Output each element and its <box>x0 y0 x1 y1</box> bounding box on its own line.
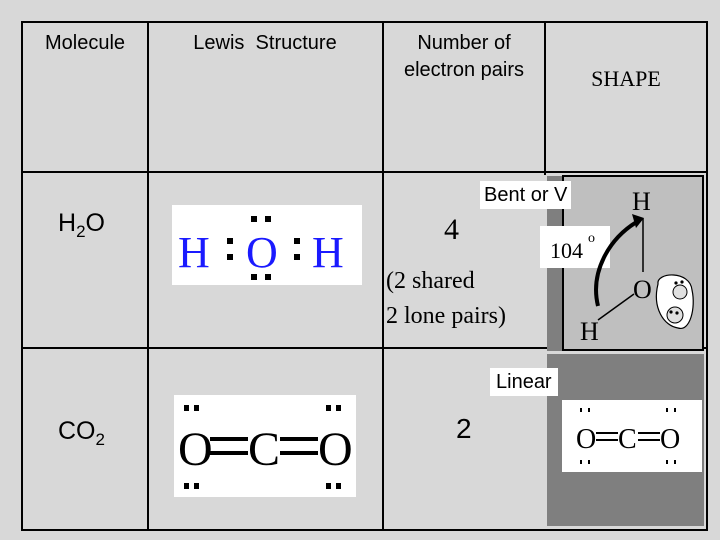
header-molecule: Molecule <box>44 32 126 54</box>
bent-bond-bottom <box>597 293 635 321</box>
formula-h2o: H2O <box>58 208 105 247</box>
shape-label-bent: Bent or V <box>480 181 572 209</box>
lewis-background <box>174 395 356 497</box>
header-electron-pairs-2: electron pairs <box>403 59 525 81</box>
linear-atom-o-left: O <box>576 424 596 455</box>
angle-arc-arrow <box>594 218 641 307</box>
lone-pair-lobe <box>672 284 688 300</box>
electron-pairs-co2: 2 <box>456 413 472 444</box>
linear-atom-o-right: O <box>660 424 680 455</box>
header-electron-pairs-1: Number of <box>417 32 511 54</box>
bent-atom-o: O <box>633 275 652 304</box>
formula-co2: CO2 <box>58 416 105 455</box>
pairs-note-line2: 2 lone pairs) <box>386 303 506 329</box>
formula-subscript: 2 <box>95 430 105 449</box>
lone-pair-lobe <box>666 306 684 324</box>
lewis-atom-o-left: O <box>178 423 213 476</box>
double-bonds <box>210 437 318 455</box>
formula-subscript: 2 <box>76 222 86 241</box>
bent-angle-degree: o <box>588 231 595 246</box>
linear-electron-dots <box>580 408 676 464</box>
lewis-structure-h2o: H O H <box>172 205 362 285</box>
arrow-head <box>632 214 644 228</box>
formula-base: CO <box>58 417 96 445</box>
bent-angle-value: 104 <box>550 238 583 263</box>
lewis-atom-h-left: H <box>178 228 210 277</box>
formula-base: H <box>58 209 77 237</box>
electron-pairs-h2o: 4 <box>444 213 459 246</box>
lewis-electron-dots <box>227 216 300 280</box>
lewis-atom-c: C <box>248 423 280 476</box>
linear-double-bonds <box>596 432 660 441</box>
lewis-structure-co2: O C O <box>174 395 356 497</box>
lewis-atom-o-right: O <box>318 423 353 476</box>
angle-label-background <box>540 226 610 268</box>
table-border <box>21 21 708 531</box>
bent-atom-h-top: H <box>632 187 651 216</box>
bent-atom-h-bottom: H <box>580 317 599 346</box>
lewis-atom-h-right: H <box>312 228 344 277</box>
formula-tail: O <box>85 209 105 237</box>
pairs-note-line1: (2 shared <box>386 268 475 294</box>
lone-pair-dots <box>669 280 684 315</box>
shape-image-bent: H 104 o O H <box>540 187 694 346</box>
shape-image-linear: O C O <box>562 400 702 472</box>
linear-atom-c: C <box>618 424 637 455</box>
lewis-atom-o: O <box>246 228 278 277</box>
header-lewis-structure: Lewis Structure <box>193 32 337 54</box>
shape-label-linear: Linear <box>490 368 558 396</box>
header-shape: SHAPE <box>591 66 661 91</box>
linear-image-background <box>562 400 702 472</box>
lewis-electron-dots <box>184 405 341 489</box>
